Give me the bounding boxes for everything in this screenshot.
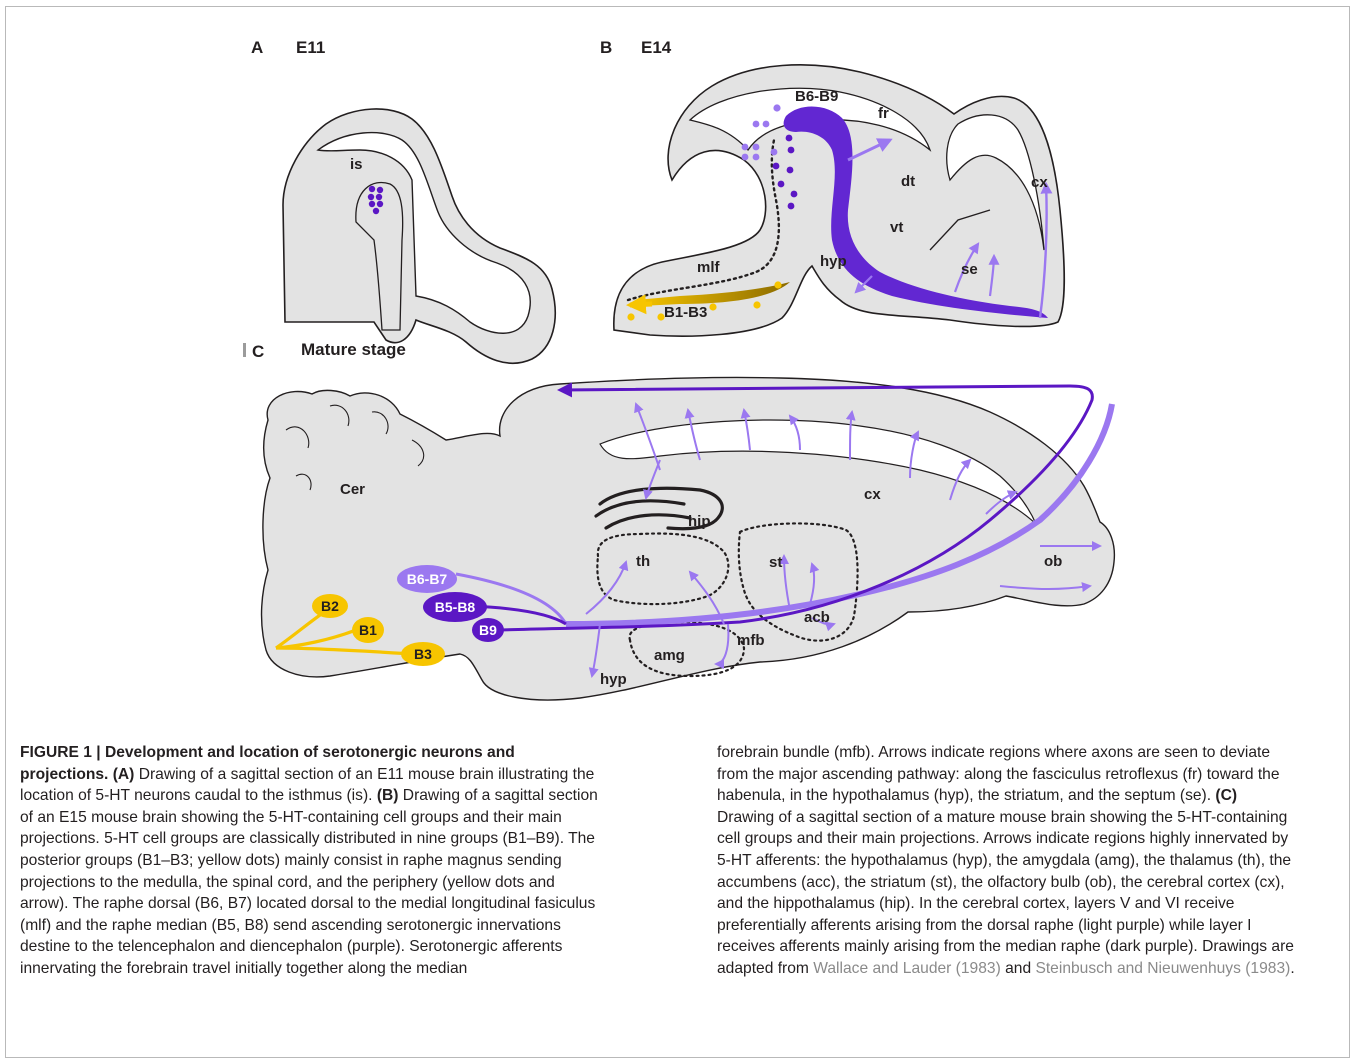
label-se: se <box>961 261 978 278</box>
caption-text-b-continued: forebrain bundle (mfb). Arrows indicate … <box>717 744 1280 804</box>
e14-b1b3-arrowhead <box>630 304 652 305</box>
label-b3: B3 <box>414 646 432 662</box>
caption-text-b: Drawing of a sagittal section of an E15 … <box>20 787 598 977</box>
caption-label-c: (C) <box>1211 787 1237 804</box>
caption-left-column: FIGURE 1 | Development and location of s… <box>20 742 600 980</box>
panel-a-letter: A <box>251 38 263 57</box>
panel-c-stage: Mature stage <box>301 340 406 359</box>
label-cer: Cer <box>340 481 365 498</box>
caption-label-a: (A) <box>108 766 134 783</box>
caption-right-column: forebrain bundle (mfb). Arrows indicate … <box>717 742 1297 980</box>
label-b9: B9 <box>479 622 497 638</box>
caption-and: and <box>1001 960 1036 977</box>
label-b1: B1 <box>359 622 377 638</box>
label-b1-b3: B1-B3 <box>664 304 707 321</box>
label-acb: acb <box>804 609 830 626</box>
label-hyp-b: hyp <box>820 253 847 270</box>
label-b2: B2 <box>321 598 339 614</box>
label-b5-b8: B5-B8 <box>435 599 476 615</box>
caption-label-b: (B) <box>372 787 398 804</box>
label-ob: ob <box>1044 553 1062 570</box>
label-hip: hip <box>688 513 711 530</box>
panel-c-letter: C <box>252 342 264 361</box>
panel-c: C Mature stage <box>243 340 1114 700</box>
label-mlf: mlf <box>697 259 721 276</box>
figure-artwork: A E11 is B E14 <box>0 0 1355 720</box>
reference-link-wallace-lauder[interactable]: Wallace and Lauder (1983) <box>813 960 1001 977</box>
label-mfb: mfb <box>737 632 765 649</box>
panel-c-marker <box>243 343 246 357</box>
reference-link-steinbusch[interactable]: Steinbusch and Nieuwenhuys (1983) <box>1035 960 1290 977</box>
panel-b-letter: B <box>600 38 612 57</box>
label-th: th <box>636 553 650 570</box>
figure-svg: A E11 is B E14 <box>0 0 1355 720</box>
label-vt: vt <box>890 219 903 236</box>
label-is: is <box>350 156 363 173</box>
panel-a-stage: E11 <box>296 38 325 57</box>
label-st: st <box>769 554 782 571</box>
panel-a: A E11 is <box>251 38 555 363</box>
caption-text-c: Drawing of a sagittal section of a matur… <box>717 809 1294 977</box>
label-cx-c: cx <box>864 486 881 503</box>
caption-period: . <box>1290 960 1294 977</box>
label-fr: fr <box>878 105 889 122</box>
label-b6-b7: B6-B7 <box>407 571 448 587</box>
label-hyp-c: hyp <box>600 671 627 688</box>
label-amg: amg <box>654 647 685 664</box>
label-cx-b: cx <box>1031 174 1048 191</box>
label-dt: dt <box>901 173 915 190</box>
panel-b: B E14 B6-B9 <box>600 38 1064 336</box>
label-b6-b9: B6-B9 <box>795 88 838 105</box>
panel-b-stage: E14 <box>641 38 672 57</box>
